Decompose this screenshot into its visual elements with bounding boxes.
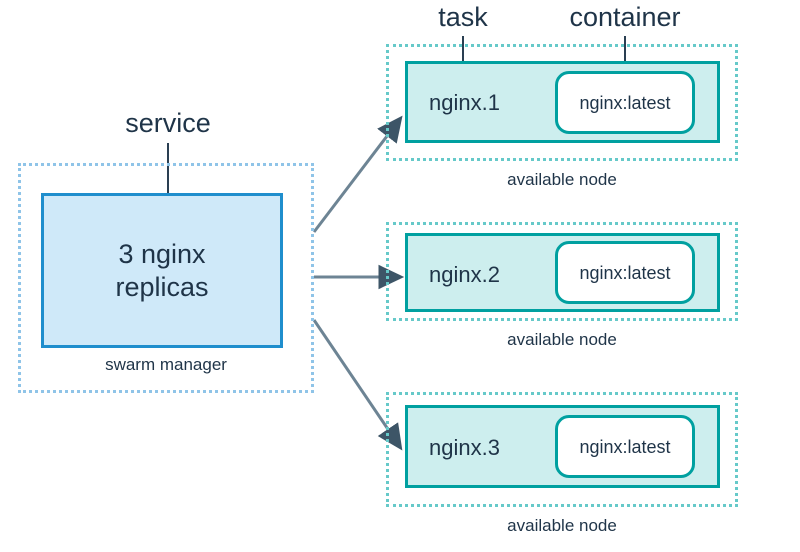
node-caption-3: available node	[507, 516, 617, 535]
container-label-1: nginx:latest	[579, 92, 671, 113]
node-zone-2	[386, 222, 738, 321]
container-box-3: nginx:latest	[555, 415, 695, 478]
service-box: 3 nginx replicas	[41, 193, 283, 348]
callout-label-service: service	[125, 108, 211, 138]
callout-leader-container	[624, 36, 626, 85]
container-label-2: nginx:latest	[579, 262, 671, 283]
service-box-text: 3 nginx replicas	[115, 238, 208, 303]
node-caption-1: available node	[507, 170, 617, 189]
callout-label-task: task	[438, 2, 488, 32]
node-zone-1	[386, 44, 738, 161]
swarm-manager-caption: swarm manager	[105, 355, 227, 374]
container-box-1: nginx:latest	[555, 71, 695, 134]
container-box-2: nginx:latest	[555, 241, 695, 304]
container-label-3: nginx:latest	[579, 436, 671, 457]
swarm-manager-zone	[18, 163, 314, 393]
node-caption-2: available node	[507, 330, 617, 349]
node-zone-3	[386, 392, 738, 507]
callout-leader-service	[167, 143, 169, 233]
task-label-1: nginx.1	[429, 90, 500, 115]
service-box-line-1: 3 nginx	[118, 239, 206, 270]
callout-label-container: container	[569, 2, 681, 32]
task-label-2: nginx.2	[429, 262, 500, 287]
service-box-line-2: replicas	[115, 271, 209, 302]
callout-leader-task	[462, 36, 464, 85]
task-label-3: nginx.3	[429, 435, 500, 460]
